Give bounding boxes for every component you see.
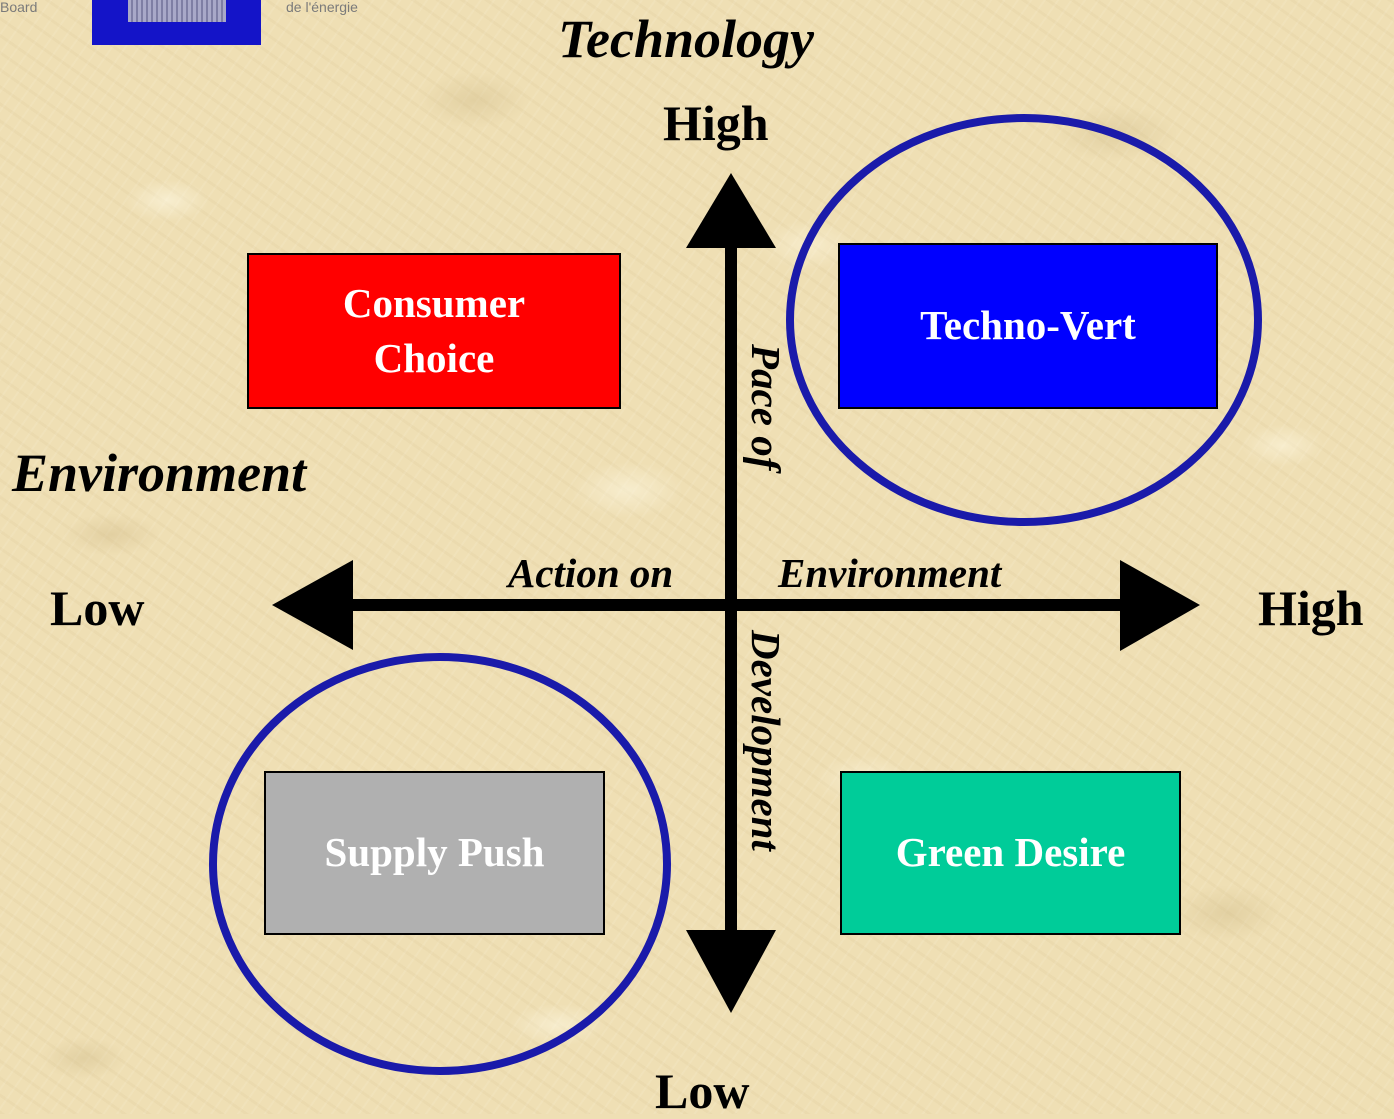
vertical-axis-title: Technology bbox=[558, 9, 814, 69]
horizontal-low-label: Low bbox=[50, 580, 145, 636]
consumer-choice-line-1: Consumer bbox=[342, 279, 526, 326]
techno-vert-box: Techno-Vert bbox=[838, 243, 1218, 409]
vertical-high-label: High bbox=[663, 95, 769, 151]
consumer-choice-box: Consumer Choice bbox=[247, 253, 621, 409]
techno-vert-label: Techno-Vert bbox=[920, 302, 1136, 349]
green-desire-label: Green Desire bbox=[895, 829, 1126, 876]
supply-push-highlight-circle bbox=[209, 653, 671, 1075]
vertical-axis-down-arrowhead bbox=[686, 930, 776, 1013]
development-caption: Development bbox=[743, 630, 789, 851]
consumer-choice-label: Consumer Choice bbox=[343, 276, 525, 387]
vertical-axis-up-arrowhead bbox=[686, 173, 776, 248]
horizontal-axis-right-arrowhead bbox=[1120, 560, 1200, 651]
pace-of-caption: Pace of bbox=[743, 344, 789, 471]
techno-vert-highlight-circle bbox=[786, 114, 1262, 526]
green-desire-box: Green Desire bbox=[840, 771, 1181, 935]
logo-box bbox=[92, 0, 261, 45]
action-on-caption: Action on bbox=[508, 550, 674, 596]
logo-right-text: de l'énergie bbox=[286, 0, 358, 15]
vertical-low-label: Low bbox=[655, 1063, 750, 1119]
logo-emblem bbox=[128, 0, 226, 22]
environment-caption: Environment bbox=[778, 550, 1002, 596]
horizontal-high-label: High bbox=[1258, 580, 1364, 636]
horizontal-axis-left-arrowhead bbox=[272, 560, 353, 650]
consumer-choice-line-2: Choice bbox=[373, 335, 495, 381]
supply-push-label: Supply Push bbox=[324, 829, 545, 876]
logo-left-text: Board bbox=[0, 0, 38, 15]
supply-push-box: Supply Push bbox=[264, 771, 605, 935]
horizontal-axis-title: Environment bbox=[12, 443, 307, 503]
